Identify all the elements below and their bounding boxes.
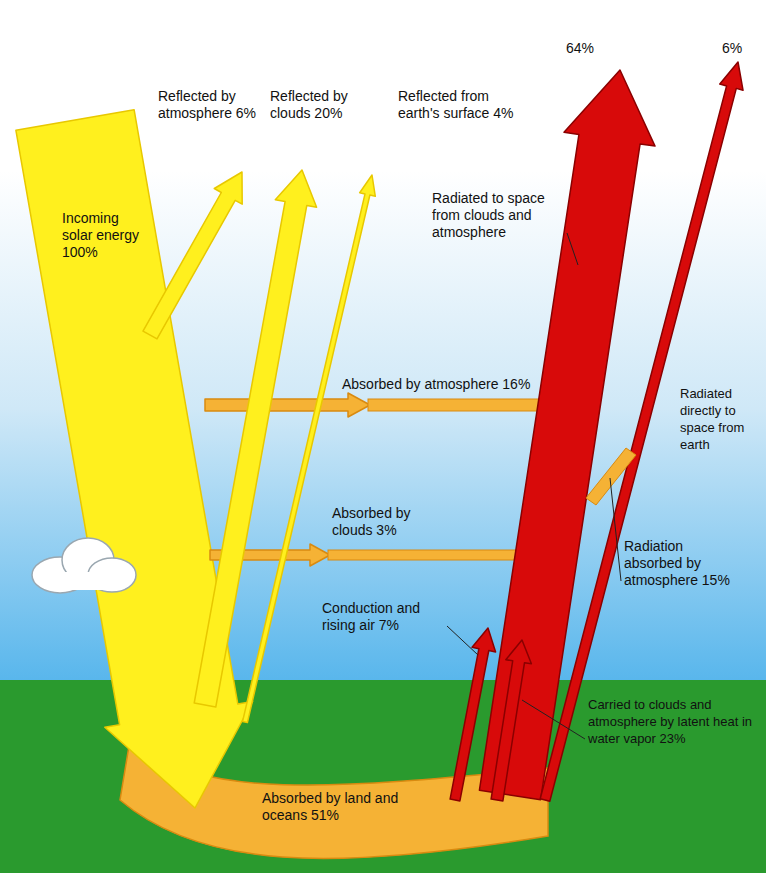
reflected-clouds-arrow bbox=[194, 170, 316, 707]
absorbed-atmosphere-band bbox=[368, 399, 548, 411]
percent-label: 64% bbox=[566, 40, 616, 57]
incoming-label: Incoming solar energy 100% bbox=[62, 210, 147, 261]
absorbed-atmosphere-arrow bbox=[205, 393, 370, 417]
cloud-icon bbox=[32, 538, 136, 593]
percent-label: 6% bbox=[722, 40, 758, 57]
radiated-atmosphere-arrow bbox=[479, 70, 655, 800]
latent-heat-label: Carried to clouds and atmosphere by late… bbox=[588, 696, 756, 747]
leader-line bbox=[567, 233, 578, 265]
ground bbox=[0, 680, 766, 873]
leader-line bbox=[610, 478, 621, 581]
leader-line bbox=[447, 626, 478, 655]
absorbed-label: Absorbed by land and oceans 51% bbox=[262, 790, 422, 824]
reflected-atmosphere-arrow bbox=[143, 172, 242, 339]
conduction-arrow bbox=[450, 628, 496, 801]
reflected-label: Reflected by atmosphere 6% bbox=[158, 88, 258, 122]
radiated-label: Radiated to space from clouds and atmosp… bbox=[432, 190, 564, 241]
absorbed-label: Absorbed by clouds 3% bbox=[332, 505, 442, 539]
absorbed-radiation-strip bbox=[586, 448, 636, 505]
reflected-label: Reflected by clouds 20% bbox=[270, 88, 358, 122]
reflected-surface-arrow bbox=[243, 175, 376, 723]
radiated-label: Radiated directly to space from earth bbox=[680, 385, 760, 453]
absorbed-label: Radiation absorbed by atmosphere 15% bbox=[624, 538, 736, 589]
leader-line bbox=[522, 700, 585, 739]
absorbed-clouds-band bbox=[328, 550, 520, 560]
reflected-label: Reflected from earth's surface 4% bbox=[398, 88, 533, 122]
latent-heat-arrow bbox=[491, 640, 531, 801]
absorbed-label: Absorbed by atmosphere 16% bbox=[342, 376, 532, 393]
conduction-label: Conduction and rising air 7% bbox=[322, 600, 444, 634]
